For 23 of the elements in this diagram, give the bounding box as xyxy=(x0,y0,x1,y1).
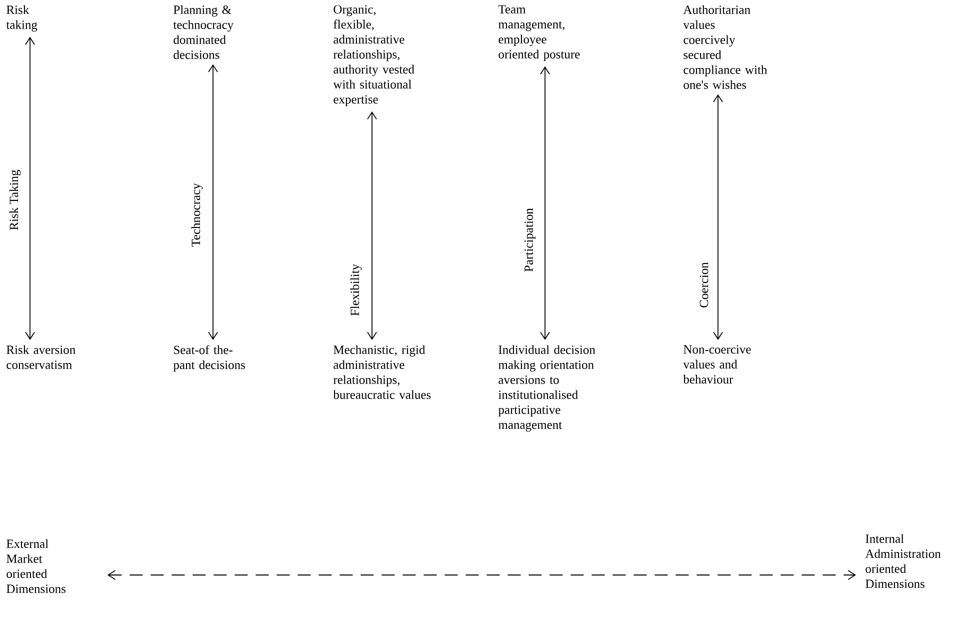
edge-label: Coercion xyxy=(698,261,710,309)
node-text: Internal Administration oriented Dimensions xyxy=(865,534,941,588)
dashed-arrow xyxy=(107,570,856,580)
double-arrow xyxy=(540,66,550,340)
edge-label: Flexibility xyxy=(349,262,363,318)
edge-label: Technocracy xyxy=(190,182,204,248)
node-text: Authoritarian values coercively secured compliance with one's wishes xyxy=(683,5,768,89)
node-text: Risk taking xyxy=(6,5,38,32)
node-text: Seat-of the-pant decisions xyxy=(173,345,245,372)
node-text: Non-coercive values and behaviour xyxy=(683,345,751,384)
node-text: Mechanistic, rigid administrative relationships, bureaucratic values xyxy=(333,345,431,399)
edge-label: Risk Taking xyxy=(8,168,22,232)
edge-label: Participation xyxy=(524,207,536,273)
node-text: Individual decision making orientation aversions to institutionalised participative management xyxy=(498,345,596,432)
double-arrow xyxy=(713,94,723,340)
double-arrow xyxy=(367,111,377,340)
node-text: Team management, employee oriented posture xyxy=(498,5,580,62)
node-text: Organic, flexible, administrative relationships, authority vested with situational expertise xyxy=(333,5,414,106)
double-arrow xyxy=(25,36,35,340)
node-text: External Market oriented Dimensions xyxy=(6,539,66,593)
double-arrow xyxy=(208,64,218,340)
node-text: Planning & technocracy dominated decisions xyxy=(173,5,234,59)
node-text: Risk aversion conservatism xyxy=(6,345,76,369)
